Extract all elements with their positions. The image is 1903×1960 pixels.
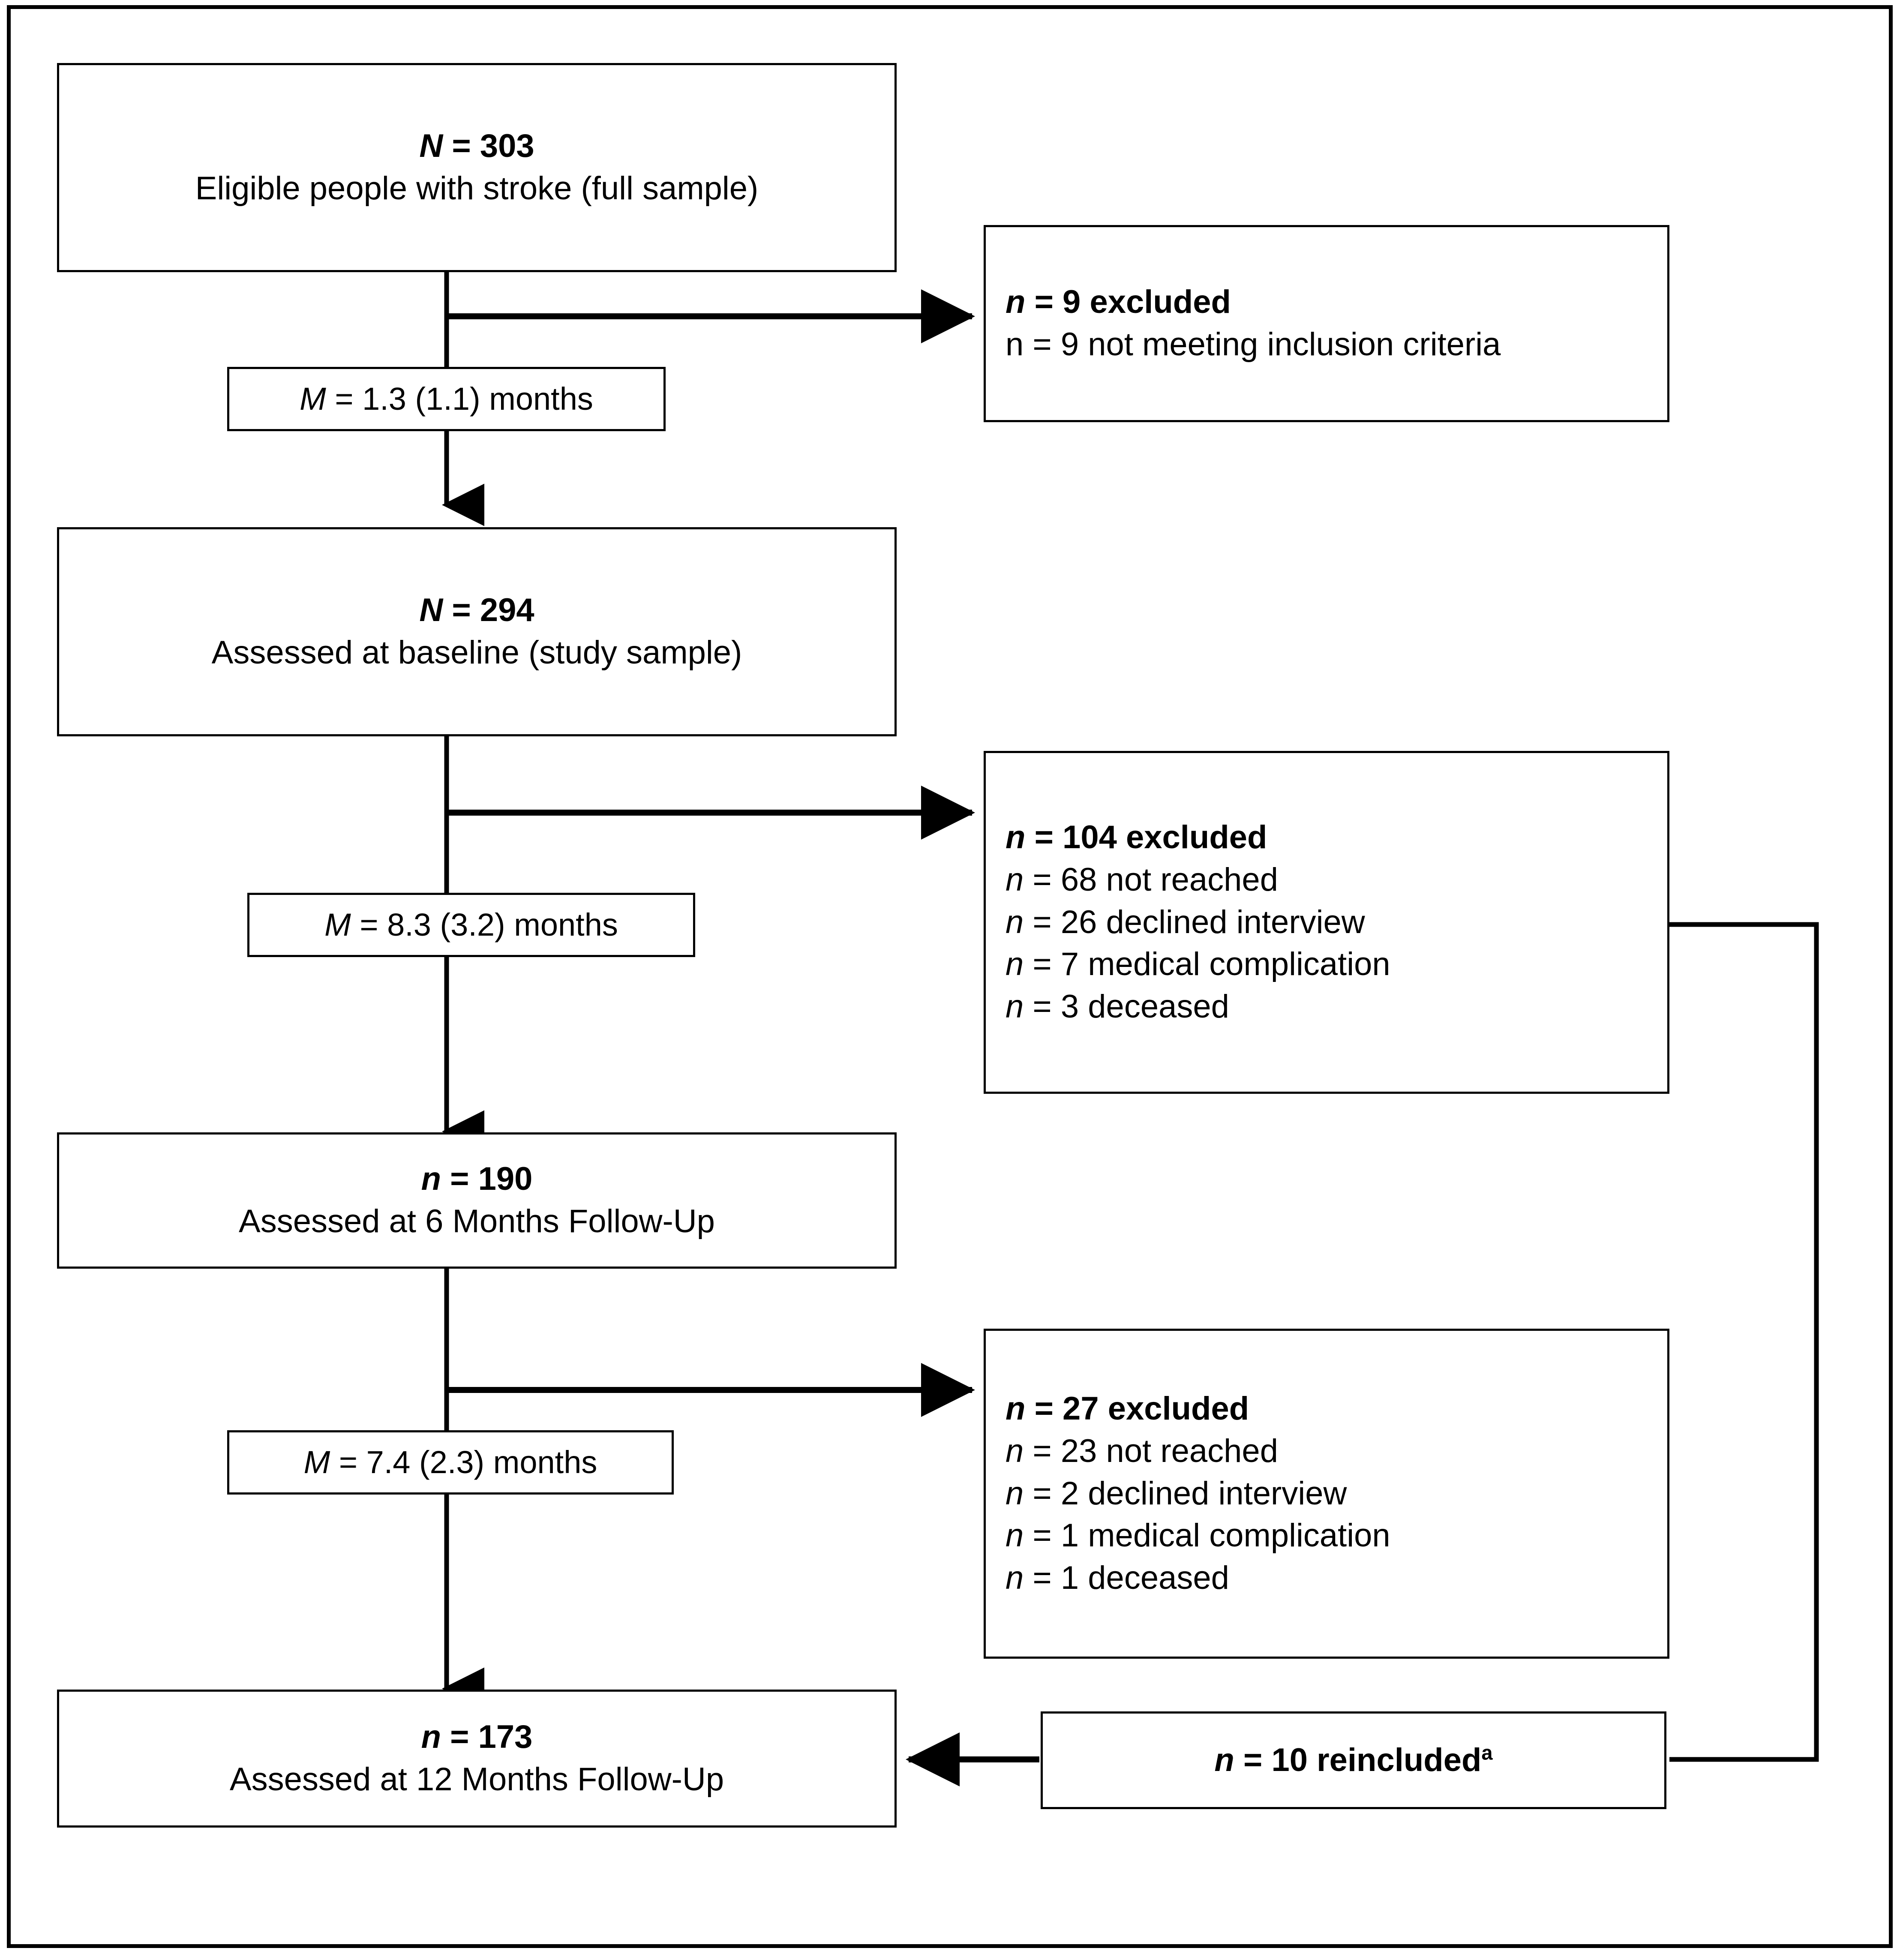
excluded-104-reason-symbol: n bbox=[1006, 946, 1024, 983]
node-baseline-count: N = 294 bbox=[419, 589, 534, 632]
node-followup-12months[interactable]: n = 173 Assessed at 12 Months Follow-Up bbox=[57, 1690, 897, 1828]
time-label-baseline-symbol: M bbox=[300, 381, 326, 417]
time-label-12month: M = 7.4 (2.3) months bbox=[227, 1430, 674, 1495]
excluded-104-reason: n = 68 not reached bbox=[1006, 859, 1278, 901]
excluded-27-reason-text: = 1 deceased bbox=[1033, 1560, 1229, 1597]
node-excluded-27[interactable]: n = 27 excluded n = 23 not reached n = 2… bbox=[984, 1329, 1669, 1659]
excluded-27-reason: n = 1 deceased bbox=[1006, 1557, 1229, 1600]
excluded-9-header-symbol: n bbox=[1006, 284, 1026, 321]
time-label-6month-value: = 8.3 (3.2) months bbox=[360, 906, 618, 942]
excluded-27-reason-text: = 2 declined interview bbox=[1033, 1475, 1347, 1512]
excluded-104-reason-text: = 3 deceased bbox=[1033, 988, 1229, 1025]
excluded-27-header: n = 27 excluded bbox=[1006, 1388, 1249, 1430]
excluded-104-reason-text: = 26 declined interview bbox=[1033, 903, 1365, 940]
node-eligible-count-value: = 303 bbox=[452, 128, 534, 165]
excluded-104-reason-text: = 7 medical complication bbox=[1033, 946, 1390, 983]
excluded-27-header-text: = 27 excluded bbox=[1034, 1390, 1249, 1427]
node-followup-6months-count: n = 190 bbox=[421, 1158, 533, 1201]
time-label-6month-text: M = 8.3 (3.2) months bbox=[324, 904, 618, 945]
node-eligible-count: N = 303 bbox=[419, 125, 534, 168]
excluded-27-reason-symbol: n bbox=[1006, 1560, 1024, 1597]
excluded-27-header-symbol: n bbox=[1006, 1390, 1026, 1427]
excluded-27-reason-text: = 23 not reached bbox=[1033, 1432, 1278, 1469]
node-followup-6months[interactable]: n = 190 Assessed at 6 Months Follow-Up bbox=[57, 1132, 897, 1269]
excluded-104-header-text: = 104 excluded bbox=[1034, 819, 1267, 855]
excluded-104-reason: n = 3 deceased bbox=[1006, 986, 1229, 1028]
time-label-baseline-text: M = 1.3 (1.1) months bbox=[300, 378, 593, 420]
node-baseline-count-symbol: N bbox=[419, 592, 443, 629]
node-followup-12months-count-symbol: n bbox=[421, 1719, 441, 1756]
time-label-6month: M = 8.3 (3.2) months bbox=[247, 893, 695, 957]
time-label-baseline: M = 1.3 (1.1) months bbox=[227, 367, 666, 431]
node-baseline-description: Assessed at baseline (study sample) bbox=[211, 634, 742, 671]
node-reincluded[interactable]: n = 10 reincludeda bbox=[1041, 1711, 1666, 1809]
node-followup-12months-description: Assessed at 12 Months Follow-Up bbox=[229, 1761, 724, 1798]
node-reincluded-text: n = 10 reincludeda bbox=[1214, 1739, 1492, 1782]
node-eligible[interactable]: N = 303 Eligible people with stroke (ful… bbox=[57, 63, 897, 272]
excluded-104-header-symbol: n bbox=[1006, 819, 1026, 855]
node-excluded-9[interactable]: n = 9 excluded n = 9 not meeting inclusi… bbox=[984, 225, 1669, 422]
excluded-27-reason-symbol: n bbox=[1006, 1432, 1024, 1469]
excluded-27-reason-symbol: n bbox=[1006, 1475, 1024, 1512]
node-followup-12months-count: n = 173 bbox=[421, 1716, 533, 1759]
excluded-104-header: n = 104 excluded bbox=[1006, 816, 1267, 859]
excluded-104-reason-symbol: n bbox=[1006, 988, 1024, 1025]
node-eligible-count-symbol: N bbox=[419, 128, 443, 165]
node-reincluded-value: = 10 reincluded bbox=[1243, 1741, 1482, 1778]
excluded-104-reason: n = 7 medical complication bbox=[1006, 943, 1390, 986]
excluded-9-reason: n = 9 not meeting inclusion criteria bbox=[1006, 324, 1501, 366]
excluded-104-reason-text: = 68 not reached bbox=[1033, 861, 1278, 898]
excluded-27-reason: n = 2 declined interview bbox=[1006, 1473, 1347, 1515]
excluded-9-reason-text: = 9 not meeting inclusion criteria bbox=[1033, 326, 1501, 363]
excluded-104-reason-symbol: n bbox=[1006, 903, 1024, 940]
node-excluded-104[interactable]: n = 104 excluded n = 68 not reached n = … bbox=[984, 751, 1669, 1094]
node-baseline[interactable]: N = 294 Assessed at baseline (study samp… bbox=[57, 527, 897, 736]
excluded-27-reason-symbol: n bbox=[1006, 1517, 1024, 1554]
node-eligible-description: Eligible people with stroke (full sample… bbox=[195, 170, 759, 207]
node-reincluded-footnote-marker: a bbox=[1481, 1741, 1493, 1764]
time-label-12month-text: M = 7.4 (2.3) months bbox=[304, 1442, 597, 1483]
excluded-9-header-text: = 9 excluded bbox=[1034, 284, 1231, 321]
excluded-27-reason: n = 23 not reached bbox=[1006, 1430, 1278, 1473]
node-followup-6months-count-value: = 190 bbox=[450, 1161, 533, 1198]
time-label-6month-symbol: M bbox=[324, 906, 351, 942]
excluded-27-reason-text: = 1 medical complication bbox=[1033, 1517, 1390, 1554]
time-label-12month-value: = 7.4 (2.3) months bbox=[339, 1444, 597, 1480]
node-baseline-count-value: = 294 bbox=[452, 592, 534, 629]
node-reincluded-symbol: n bbox=[1214, 1741, 1234, 1778]
node-followup-6months-count-symbol: n bbox=[421, 1161, 441, 1198]
excluded-104-reason-symbol: n bbox=[1006, 861, 1024, 898]
node-followup-12months-count-value: = 173 bbox=[450, 1719, 533, 1756]
time-label-baseline-value: = 1.3 (1.1) months bbox=[335, 381, 593, 417]
node-followup-6months-description: Assessed at 6 Months Follow-Up bbox=[239, 1203, 715, 1240]
excluded-9-header: n = 9 excluded bbox=[1006, 281, 1231, 324]
figure-outer-border bbox=[7, 5, 1893, 1948]
excluded-104-reason: n = 26 declined interview bbox=[1006, 901, 1365, 944]
time-label-12month-symbol: M bbox=[303, 1444, 330, 1480]
excluded-27-reason: n = 1 medical complication bbox=[1006, 1515, 1390, 1557]
excluded-9-reason-symbol: n bbox=[1006, 326, 1024, 363]
